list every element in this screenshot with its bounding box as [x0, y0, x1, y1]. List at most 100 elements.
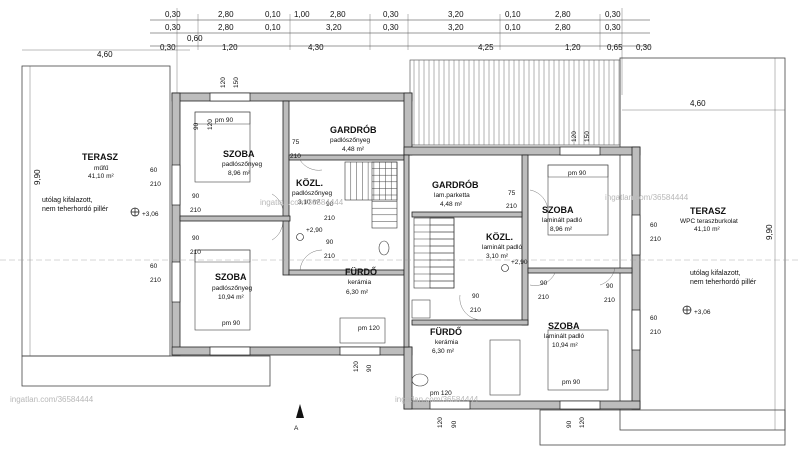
opening-label-4: 150 — [584, 131, 591, 142]
dim-r2-7: 0,10 — [505, 23, 521, 32]
dim-r1-2: 2,80 — [218, 10, 234, 19]
door-label-10: 210 — [290, 153, 301, 160]
room-label-terrace-right: TERASZ — [690, 206, 727, 216]
dim-r3-5: 4,25 — [478, 43, 494, 52]
room-area-furdo-1: 6,30 m² — [346, 289, 369, 296]
dim-r1-6: 0,30 — [383, 10, 399, 19]
opening-label-11: 90 — [193, 122, 200, 130]
section-mark: A — [294, 425, 299, 432]
dim-r1-10: 0,30 — [605, 10, 621, 19]
opening-label-3: 120 — [571, 131, 578, 142]
room-area-kozl-2: 3,10 m² — [486, 253, 509, 260]
pillar-note-left-1: utólag kifalazott, — [42, 197, 93, 204]
door-label-14: 210 — [190, 249, 201, 256]
dim-r2-6: 3,20 — [448, 23, 464, 32]
dim-r1-7: 3,20 — [448, 10, 464, 19]
door-label-19: 90 — [540, 280, 548, 287]
room-floor-kozl-1: padlószőnyeg — [292, 190, 332, 197]
window-label-3: pm 90 — [222, 320, 240, 327]
door-label-11: 75 — [508, 190, 516, 197]
watermark-2: ingatlan.com/36584444 — [605, 193, 689, 202]
dim-r2-8: 2,80 — [555, 23, 571, 32]
watermark-1: ingatlan.com/36584444 — [260, 198, 344, 207]
stair-run — [344, 161, 398, 201]
room-floor-furdo-1: kerámia — [348, 279, 372, 286]
level-left: +3,06 — [142, 211, 159, 218]
door-label-26: 210 — [604, 297, 615, 304]
window-label-2: pm 90 — [568, 170, 586, 177]
dim-r1-3: 0,10 — [265, 10, 281, 19]
dim-r2-1: 0,30 — [165, 23, 181, 32]
room-labels: SZOBA padlószőnyeg 8,96 m² GARDRÓB padló… — [212, 124, 584, 355]
door-label-2: 210 — [150, 181, 161, 188]
opening-label-6: 90 — [366, 364, 373, 372]
section-arrow-icon — [296, 404, 304, 418]
opening-label-7: 120 — [437, 417, 444, 428]
room-area-szoba-2: 10,94 m² — [218, 294, 244, 301]
dim-r2-5: 0,30 — [383, 23, 399, 32]
window-labels: pm 90 pm 90 pm 90 pm 120 pm 120 pm 90 — [215, 117, 586, 397]
dim-r2-2: 2,80 — [218, 23, 234, 32]
room-area-terrace-right: 41,10 m² — [694, 226, 720, 233]
room-area-kozl-1: 3,10 m² — [298, 199, 321, 206]
door-label-9: 75 — [292, 139, 300, 146]
window-label-6: pm 90 — [562, 379, 580, 386]
door-label-20: 210 — [538, 294, 549, 301]
room-area-szoba-3: 8,96 m² — [550, 226, 573, 233]
room-floor-terrace-left: műfű — [94, 165, 109, 172]
dim-r1-9: 2,80 — [555, 10, 571, 19]
room-area-szoba-1: 8,96 m² — [228, 170, 251, 177]
windows — [171, 92, 641, 410]
watermarks: ingatlan.com/36584444 ingatlan.com/36584… — [10, 193, 689, 404]
door-label-18: 210 — [470, 307, 481, 314]
dimension-chains: 0,30 2,80 0,10 1,00 2,80 0,30 3,20 0,10 … — [150, 8, 652, 95]
watermark-4: ingatlan.com/36584444 — [395, 395, 479, 404]
door-label-12: 210 — [506, 203, 517, 210]
room-label-szoba-3: SZOBA — [542, 205, 574, 215]
terrace-right: 4,60 9,90 TERASZ WPC teraszburkolat 41,1… — [539, 57, 786, 446]
room-floor-szoba-4: laminált padló — [544, 333, 584, 340]
pillar-note-right-2: nem teherhordó pillér — [690, 279, 757, 286]
room-label-kozl-1: KÖZL. — [296, 178, 323, 188]
room-area-gardrob-1: 4,48 m² — [342, 146, 365, 153]
room-area-gardrob-2: 4,48 m² — [440, 201, 463, 208]
door-label-24: 210 — [324, 215, 335, 222]
stairs — [344, 161, 455, 289]
room-floor-kozl-2: laminált padló — [482, 244, 522, 251]
door-label-17: 90 — [472, 293, 480, 300]
pillar-note-right-1: utólag kifalazott, — [690, 270, 741, 277]
opening-label-1: 120 — [220, 77, 227, 88]
dim-r2-9: 0,30 — [605, 23, 621, 32]
level-right: +3,06 — [694, 309, 711, 316]
room-label-szoba-2: SZOBA — [215, 272, 247, 282]
opening-label-5: 120 — [353, 361, 360, 372]
room-label-szoba-4: SZOBA — [548, 321, 580, 331]
door-label-16: 210 — [324, 253, 335, 260]
room-label-furdo-1: FÜRDŐ — [345, 266, 377, 277]
room-label-szoba-1: SZOBA — [223, 149, 255, 159]
room-floor-gardrob-2: lam.parketta — [434, 192, 470, 199]
opening-labels: 120 150 120 150 120 90 120 90 90 120 90 … — [193, 77, 591, 428]
door-label-21: 90 — [192, 193, 200, 200]
door-label-4: 210 — [150, 277, 161, 284]
window-label-1: pm 90 — [215, 117, 233, 124]
dim-r2-3: 0,10 — [265, 23, 281, 32]
slatted-roof — [409, 59, 621, 146]
watermark-3: ingatlan.com/36584444 — [10, 395, 94, 404]
door-label-1: 60 — [150, 167, 158, 174]
level-marker-icon — [501, 264, 509, 272]
dim-r3-1: 0,30 — [160, 43, 176, 52]
dim-r3-6: 1,20 — [565, 43, 581, 52]
opening-label-2: 150 — [233, 77, 240, 88]
door-labels: 60 210 60 210 60 210 60 210 75 210 75 21… — [150, 139, 661, 336]
dim-r1-8: 0,10 — [505, 10, 521, 19]
terrace-left: 4,60 9,90 TERASZ műfű 41,10 m² utólag ki… — [21, 49, 271, 387]
room-area-szoba-4: 10,94 m² — [552, 342, 578, 349]
dim-r2-4: 3,20 — [326, 23, 342, 32]
room-area-furdo-2: 6,30 m² — [432, 348, 455, 355]
dim-r3-2: 0,60 — [187, 34, 203, 43]
terrace-left-width: 4,60 — [97, 50, 113, 59]
room-label-furdo-2: FÜRDŐ — [430, 326, 462, 337]
level-mid-right: +2,90 — [511, 259, 528, 266]
